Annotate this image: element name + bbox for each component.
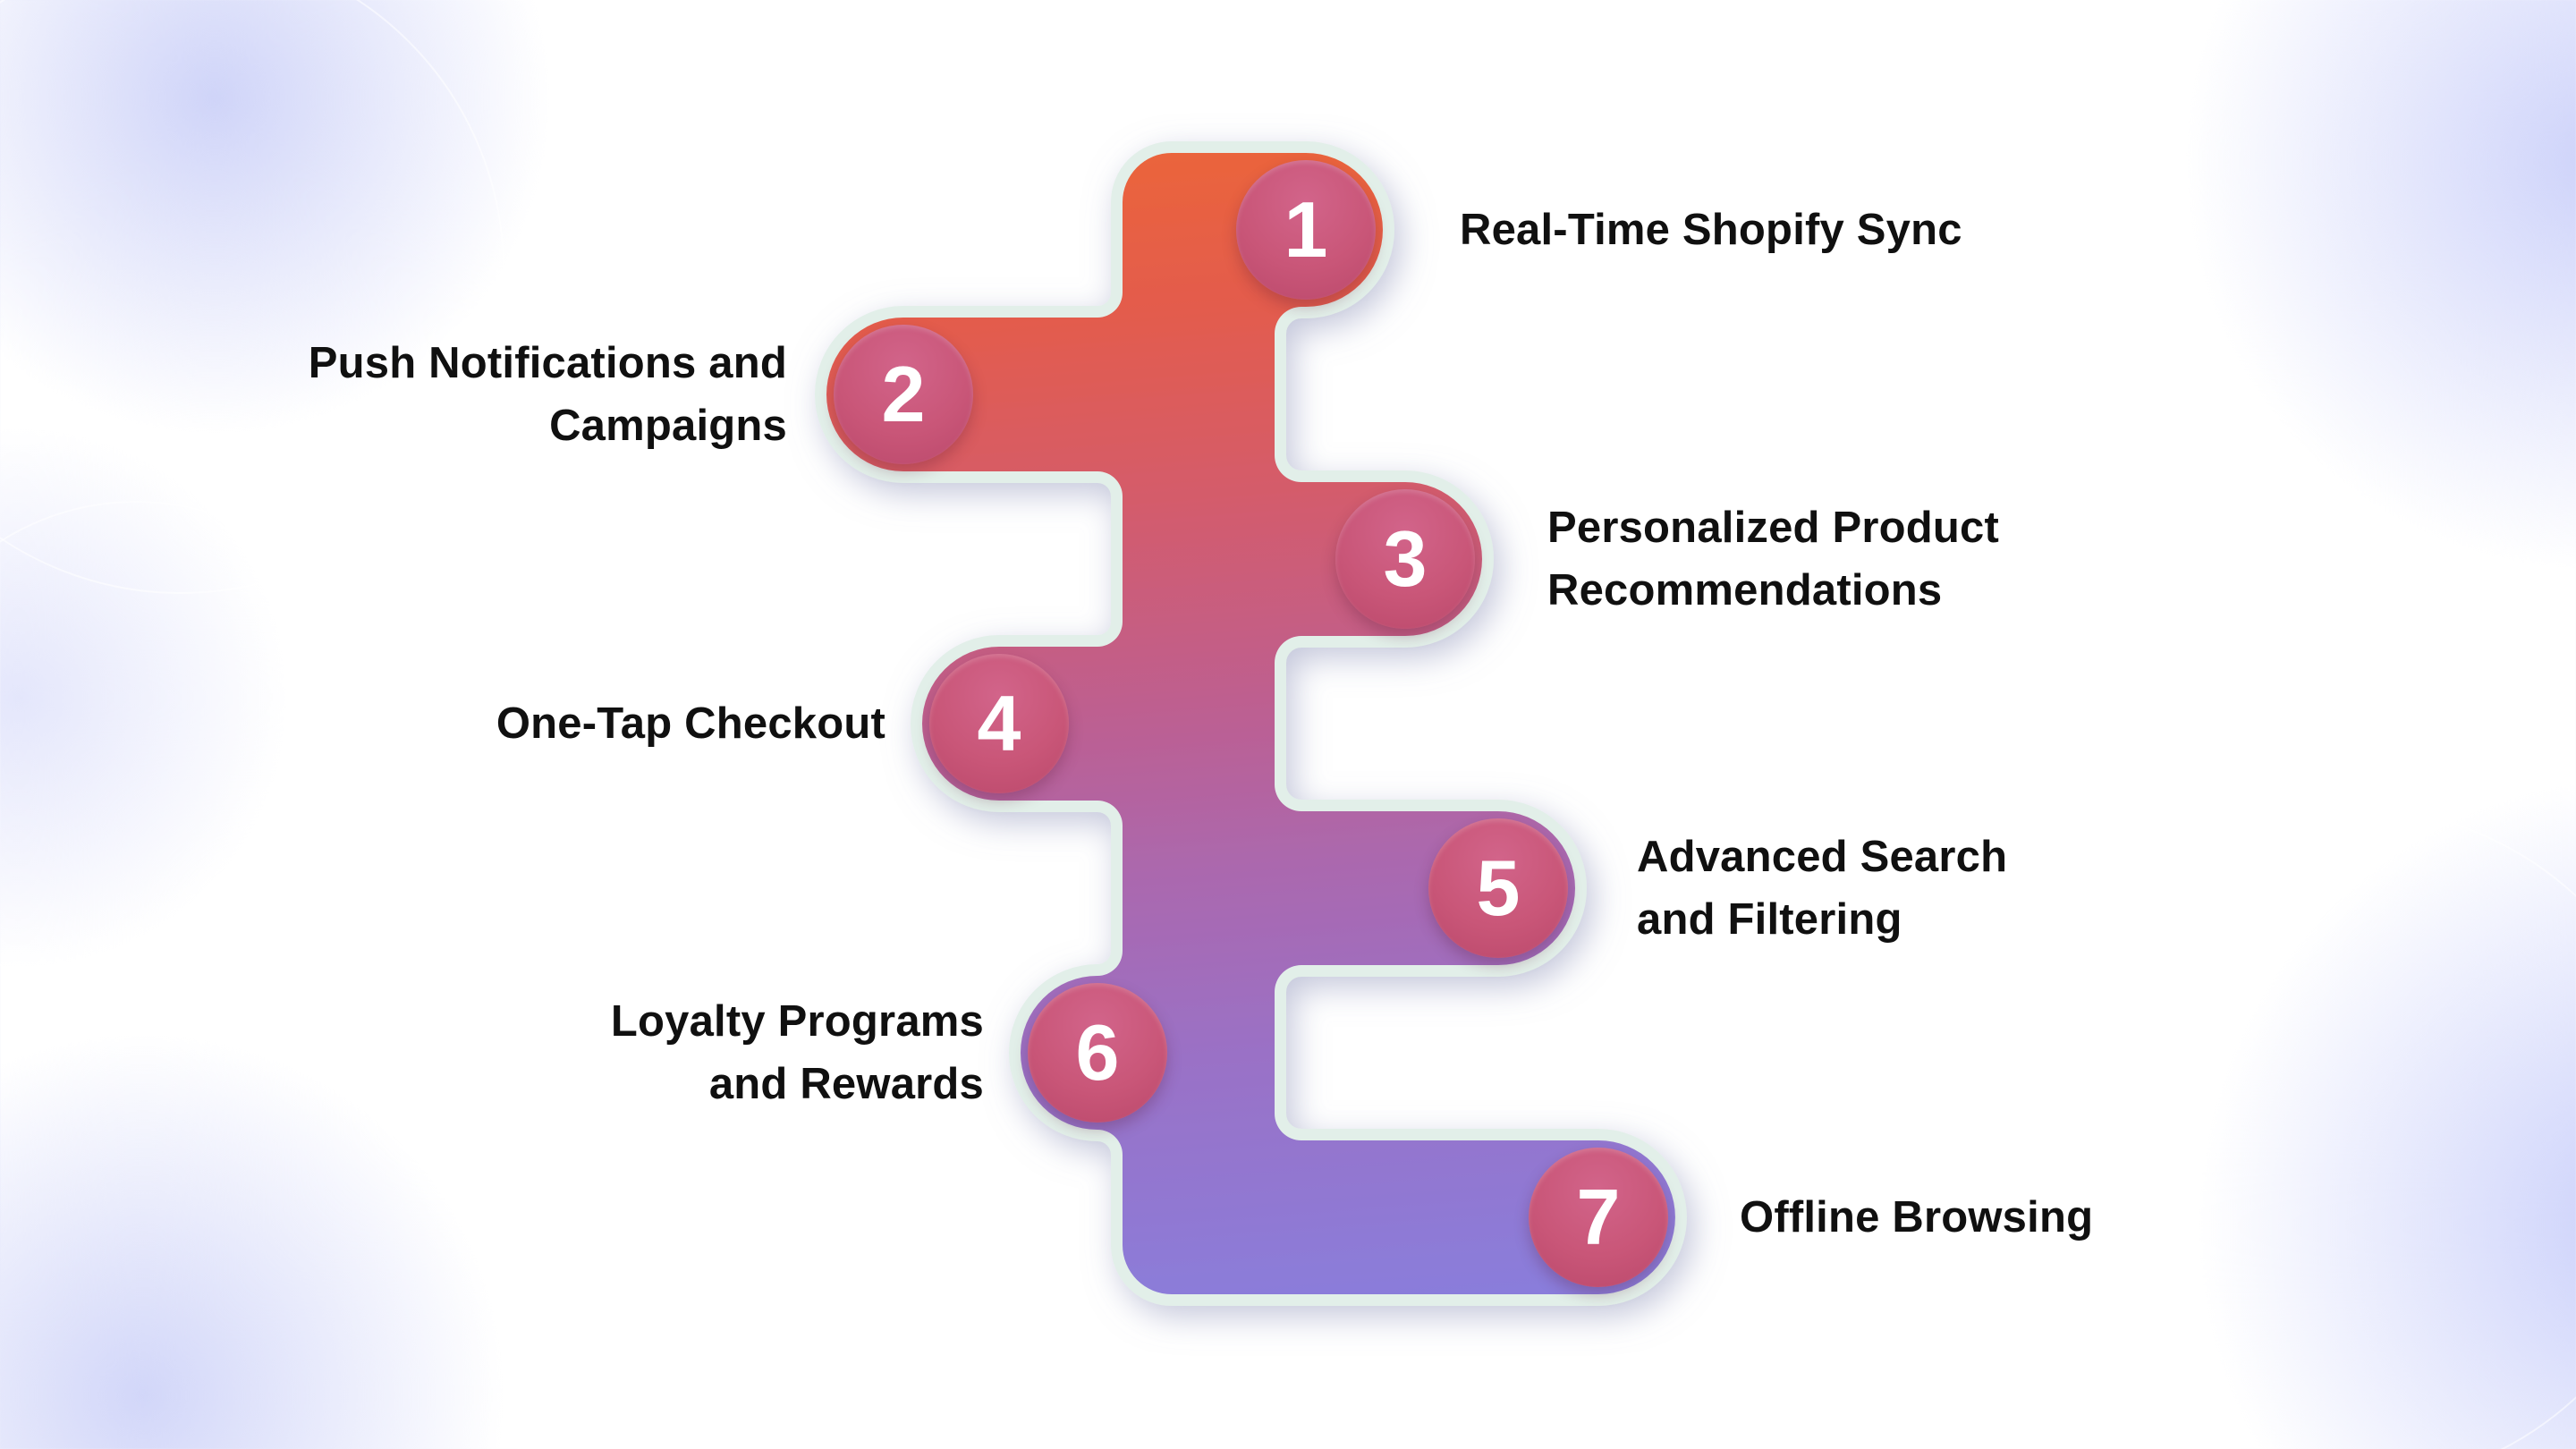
step-label-5: Advanced Search and Filtering [1637,833,2008,944]
step-number: 1 [1284,185,1328,274]
step-number: 4 [977,679,1021,767]
step-label-7: Offline Browsing [1740,1193,2094,1241]
step-badge-2: 2 [834,325,973,464]
step-badge-5: 5 [1428,818,1568,958]
step-badge-3: 3 [1335,489,1475,629]
step-number: 7 [1576,1173,1621,1261]
step-badge-4: 4 [929,654,1069,793]
step-label-4: One-Tap Checkout [496,699,886,748]
step-label-3: Personalized Product Recommendations [1547,504,2000,614]
step-label-6: Loyalty Programs and Rewards [610,997,984,1108]
snake-path [815,141,1687,1306]
step-badge-7: 7 [1529,1148,1668,1287]
step-label-1: Real-Time Shopify Sync [1460,206,1962,254]
step-number: 3 [1383,514,1428,603]
step-label-2: Push Notifications and Campaigns [308,339,787,450]
step-badge-6: 6 [1028,983,1167,1123]
step-badge-1: 1 [1236,160,1376,300]
step-number: 5 [1476,843,1521,932]
step-number: 6 [1075,1008,1120,1097]
step-number: 2 [881,350,926,438]
